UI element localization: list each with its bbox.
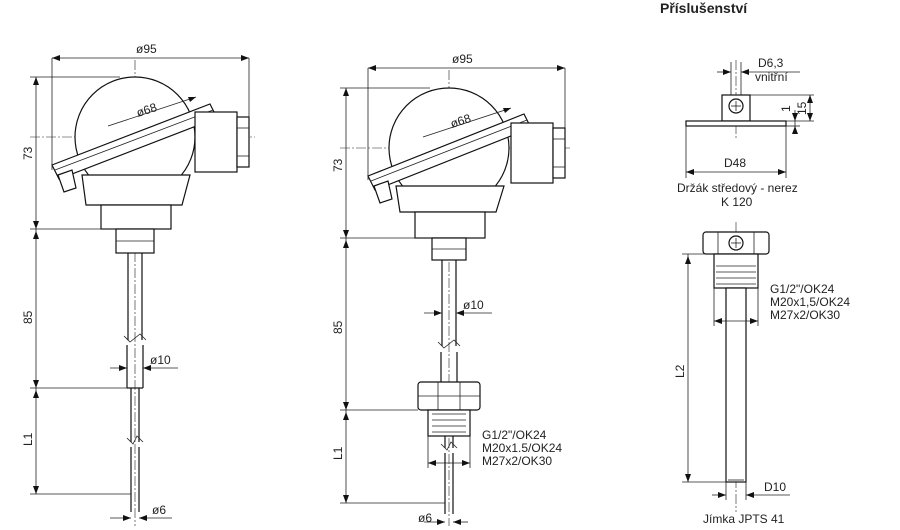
thread-option-3: M27x2/OK30 [770,308,840,322]
dim-head-diameter: ø95 [136,42,157,56]
thermowell-jpts41: G1/2"/OK24 M20x1,5/OK24 M27x2/OK30 L2 D1… [673,222,850,526]
holder-caption-name: Držák středový - nerez [677,181,798,195]
head-base [100,204,172,230]
dim-tube-diameter: D10 [764,480,786,494]
dim-head-height: 73 [21,146,35,160]
thread-option-2: M20x1.5/OK24 [482,441,562,455]
thread-option-1: G1/2"/OK24 [770,282,835,296]
thread-option-1: G1/2"/OK24 [482,428,547,442]
dim-1: 1 [779,105,793,112]
holder-caption-code: K 120 [721,195,753,209]
dim-tip-diameter: ø6 [152,503,166,517]
dim-head-diameter: ø95 [452,52,473,66]
thermowell-caption: Jímka JPTS 41 [703,512,785,526]
dim-bore-note: vnitřní [755,70,788,84]
cable-gland [510,122,554,184]
dim-head-height: 73 [331,158,345,172]
thread-option-3: M27x2/OK30 [482,454,552,468]
thread-option-2: M20x1,5/OK24 [770,295,850,309]
sensor-left: ø95 ø68 73 85 ø10 L1 ø6 [21,42,255,526]
dim-bore-diameter: D6,3 [758,56,784,70]
dim-probe-diameter: ø10 [463,298,484,312]
dim-length-l2: L2 [673,364,687,378]
cable-gland [194,111,238,173]
dim-15: 15 [795,101,809,115]
dim-tip-diameter: ø6 [418,511,432,525]
thermowell-tube [725,287,747,483]
dim-probe-diameter: ø10 [150,353,171,367]
dim-insert-length: L1 [331,446,345,460]
head-base [414,211,486,239]
sensor-middle: ø95 ø68 73 85 ø10 L1 G1/2" [331,52,570,526]
dim-flange-diameter: D48 [724,156,746,170]
accessories-title: Příslušenství [660,0,748,16]
dim-dome-diameter: ø68 [449,111,473,131]
holder-k120: D6,3 vnitřní 1 15 D48 Držák středový - n… [677,56,814,209]
dim-neck-length: 85 [331,320,345,334]
dim-dome-diameter: ø68 [135,100,159,120]
dim-neck-length: 85 [21,310,35,324]
dim-insert-length: L1 [21,432,35,446]
holder-flange [685,120,787,127]
